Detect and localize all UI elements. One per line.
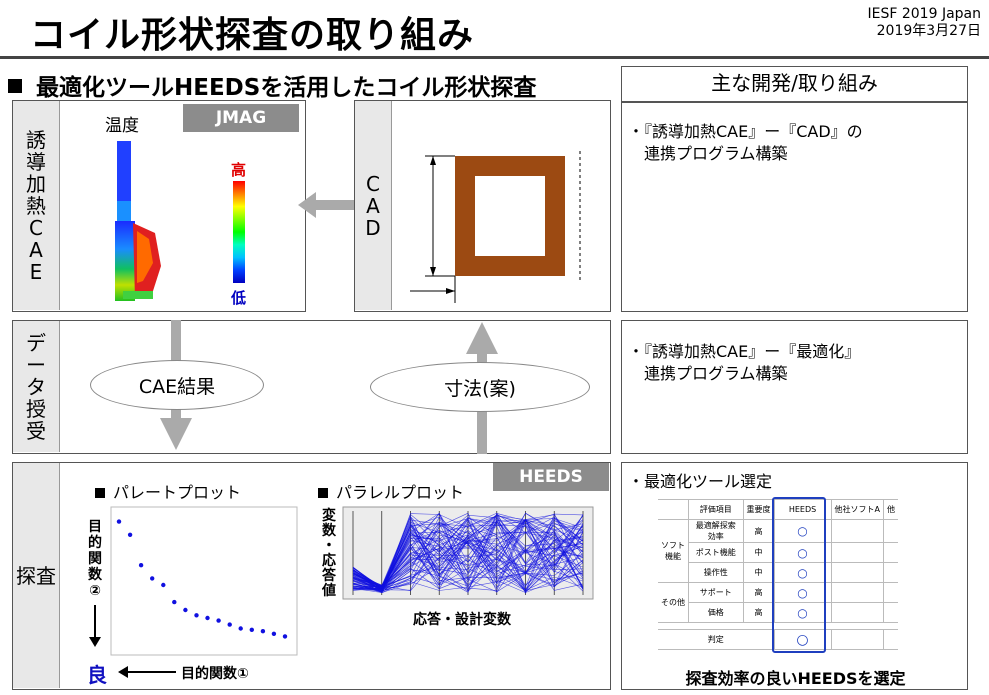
- dimension-proposal-bubble: 寸法(案): [370, 362, 590, 412]
- pareto-title: パレートプロット: [95, 479, 241, 503]
- parallel-ylabel: 変数・応答値: [322, 508, 336, 599]
- pareto-point: [205, 615, 210, 621]
- parallel-line: [352, 540, 584, 592]
- development-item-1-panel: ・『誘導加熱CAE』ー『CAD』の 連携プログラム構築: [621, 102, 968, 312]
- parallel-line: [352, 530, 584, 590]
- parallel-plot: [342, 506, 594, 600]
- cae-result-bubble: CAE結果: [90, 360, 264, 410]
- developments-heading: 主な開発/取り組み: [621, 66, 968, 102]
- selection-conclusion: 探査効率の良いHEEDSを選定: [685, 669, 906, 688]
- heeds-tag: HEEDS: [493, 463, 609, 491]
- pareto-point: [271, 631, 277, 636]
- square-bullet-icon: [8, 79, 22, 93]
- good-label: 良: [87, 663, 107, 687]
- pareto-point: [282, 634, 288, 639]
- tool-comparison-table: 評価項目 重要度 HEEDS 他社ソフトA 他 ソフト機能 最適解探索効率 高 …: [658, 499, 898, 650]
- header-other: 他: [883, 499, 898, 520]
- parallel-line: [352, 556, 584, 593]
- parallel-line: [352, 512, 584, 592]
- pareto-xlabel: 目的関数①: [181, 666, 249, 682]
- parallel-line: [352, 513, 584, 592]
- event-name: IESF 2019 Japan: [867, 6, 982, 22]
- pareto-point: [260, 629, 266, 634]
- down-arrow-icon: [89, 605, 101, 647]
- pareto-point: [172, 599, 177, 605]
- title-underline: [0, 56, 989, 59]
- group-soft: ソフト機能: [658, 519, 689, 583]
- development-item-1: ・『誘導加熱CAE』ー『CAD』の 連携プログラム構築: [628, 122, 863, 163]
- parallel-line: [352, 516, 584, 591]
- pareto-point: [150, 576, 155, 581]
- parallel-title: パラレルプロット: [318, 479, 464, 503]
- parallel-line: [352, 536, 584, 588]
- header-other-a: 他社ソフトA: [830, 499, 885, 520]
- pareto-point: [216, 618, 221, 623]
- pareto-point: [194, 613, 199, 618]
- parallel-line: [352, 522, 583, 590]
- event-date: 2019年3月27日: [876, 23, 981, 39]
- subtitle-text: 最適化ツールHEEDSを活用したコイル形状探査: [36, 75, 537, 101]
- parallel-line: [352, 512, 584, 594]
- heeds-column-highlight: [772, 497, 826, 653]
- temperature-legend-bar: [233, 181, 245, 283]
- temperature-label: 温度: [105, 116, 139, 136]
- parallel-line: [352, 524, 584, 590]
- jmag-tag: JMAG: [183, 104, 299, 132]
- parallel-line: [352, 525, 584, 591]
- parallel-line: [352, 532, 584, 590]
- pareto-point: [161, 582, 166, 588]
- parallel-line: [352, 515, 584, 590]
- arrow-cad-to-cae-icon: [298, 192, 356, 218]
- square-bullet-icon: [318, 488, 328, 498]
- square-bullet-icon: [95, 488, 105, 498]
- section-subtitle: 最適化ツールHEEDSを活用したコイル形状探査: [8, 68, 536, 102]
- left-arrow-icon: [118, 666, 176, 678]
- verdict-heeds: ○: [773, 629, 832, 650]
- parallel-line: [352, 519, 584, 593]
- pareto-point: [116, 519, 122, 524]
- group-other: その他: [658, 582, 689, 623]
- parallel-line: [352, 531, 584, 591]
- legend-high-label: 高: [231, 161, 247, 179]
- page-title: コイル形状探査の取り組み: [30, 15, 475, 56]
- parallel-line: [352, 512, 584, 589]
- parallel-line: [352, 517, 584, 590]
- parallel-line: [353, 513, 584, 591]
- pareto-point: [183, 607, 188, 613]
- coil-temperature-model: [115, 141, 161, 301]
- pareto-point: [238, 626, 243, 631]
- pareto-point: [227, 622, 232, 627]
- header-evaluation: 評価項目: [688, 499, 744, 520]
- tool-selection-title: ・最適化ツール選定: [628, 472, 773, 491]
- parallel-xlabel: 応答・設計変数: [413, 612, 511, 628]
- development-item-2-panel: ・『誘導加熱CAE』ー『最適化』 連携プログラム構築: [621, 320, 968, 454]
- event-info: IESF 2019 Japan 2019年3月27日: [868, 6, 982, 40]
- coil-cross-section-drawing: [410, 151, 581, 303]
- parallel-line: [352, 536, 584, 590]
- pareto-plot: [110, 506, 298, 656]
- search-vertical-label: 探査: [13, 463, 60, 688]
- legend-low-label: 低: [231, 289, 247, 307]
- parallel-line: [352, 532, 584, 591]
- parallel-line: [352, 513, 584, 593]
- verdict-label: 判定: [658, 629, 775, 650]
- header-importance: 重要度: [742, 499, 775, 520]
- tool-selection-panel: ・最適化ツール選定 評価項目 重要度 HEEDS 他社ソフトA 他 ソフト機能 …: [621, 462, 968, 690]
- pareto-point: [127, 532, 133, 537]
- data-exchange-vertical-label: データ授受: [13, 321, 60, 452]
- development-item-2: ・『誘導加熱CAE』ー『最適化』 連携プログラム構築: [628, 342, 861, 383]
- pareto-point: [249, 627, 254, 632]
- pareto-point: [138, 563, 144, 568]
- parallel-line: [352, 514, 584, 591]
